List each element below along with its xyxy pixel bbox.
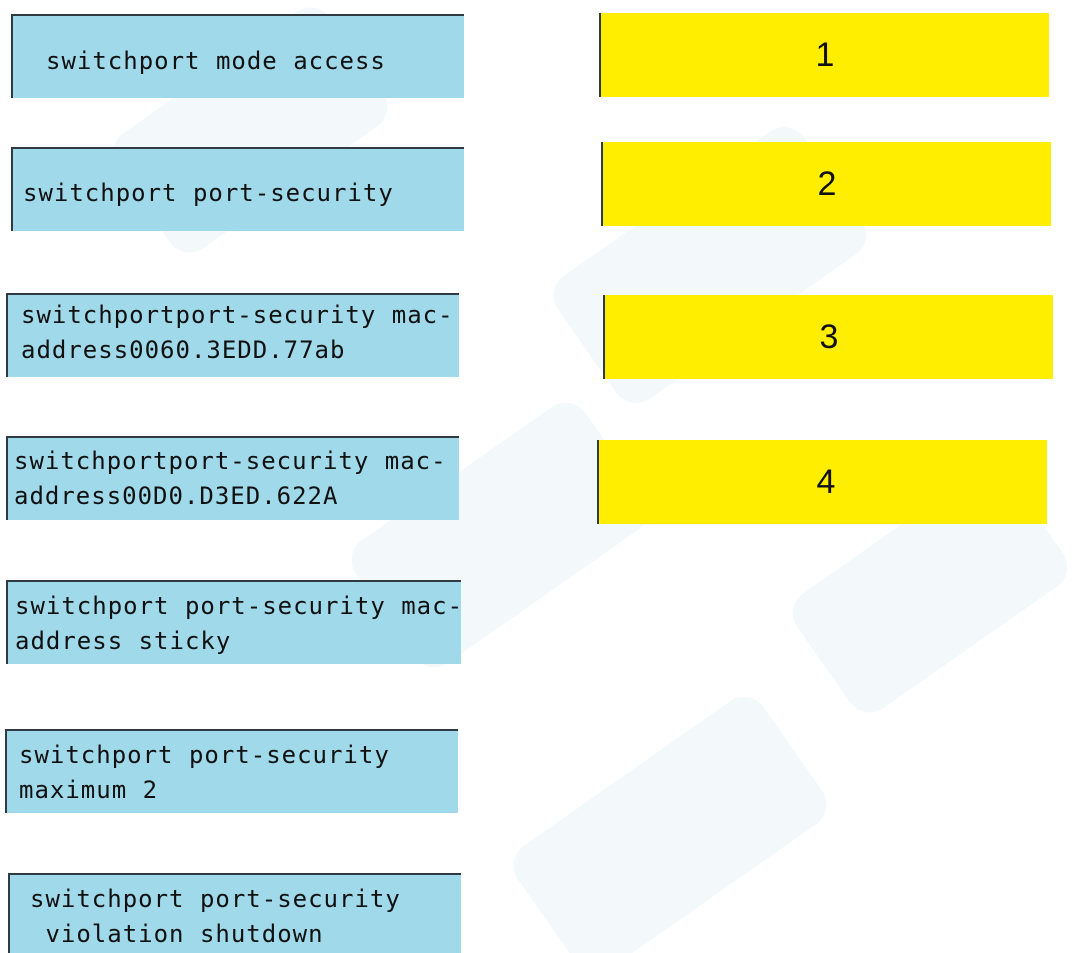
drop-target-2[interactable]: 2 (601, 142, 1051, 226)
drop-target-1[interactable]: 1 (599, 13, 1049, 97)
drop-target-1-label: 1 (815, 35, 835, 74)
command-option-5-line-1: switchport port-security mac- (15, 592, 464, 620)
command-option-7-line-1: switchport port-security (30, 885, 401, 913)
command-option-6-line-1: switchport port-security (19, 741, 390, 769)
drop-target-3[interactable]: 3 (603, 295, 1053, 379)
command-option-7[interactable]: switchport port-security violation shutd… (8, 873, 461, 953)
command-option-3[interactable]: switchportport-security mac- address0060… (6, 293, 459, 377)
command-option-6-line-2: maximum 2 (19, 776, 159, 804)
drop-target-4[interactable]: 4 (597, 440, 1047, 524)
drop-target-3-label: 3 (819, 317, 839, 356)
command-option-3-line-1: switchportport-security mac- (21, 301, 454, 329)
command-option-1-line-1: switchport mode access (46, 47, 386, 75)
command-option-5[interactable]: switchport port-security mac- address st… (6, 580, 464, 664)
command-option-5-line-2: address sticky (15, 627, 232, 655)
command-option-2[interactable]: switchport port-security (11, 147, 464, 231)
drop-target-4-label: 4 (816, 462, 836, 501)
drop-target-2-label: 2 (817, 164, 837, 203)
command-option-1[interactable]: switchport mode access (11, 14, 464, 98)
command-option-4-line-1: switchportport-security mac- (14, 447, 447, 475)
command-option-4[interactable]: switchportport-security mac- address00D0… (6, 436, 459, 520)
command-option-6[interactable]: switchport port-security maximum 2 (5, 729, 458, 813)
command-option-4-line-2: address00D0.D3ED.622A (14, 482, 339, 510)
command-option-7-line-2: violation shutdown (30, 920, 324, 948)
command-option-3-line-2: address0060.3EDD.77ab (21, 336, 346, 364)
command-option-2-line-1: switchport port-security (23, 179, 394, 207)
